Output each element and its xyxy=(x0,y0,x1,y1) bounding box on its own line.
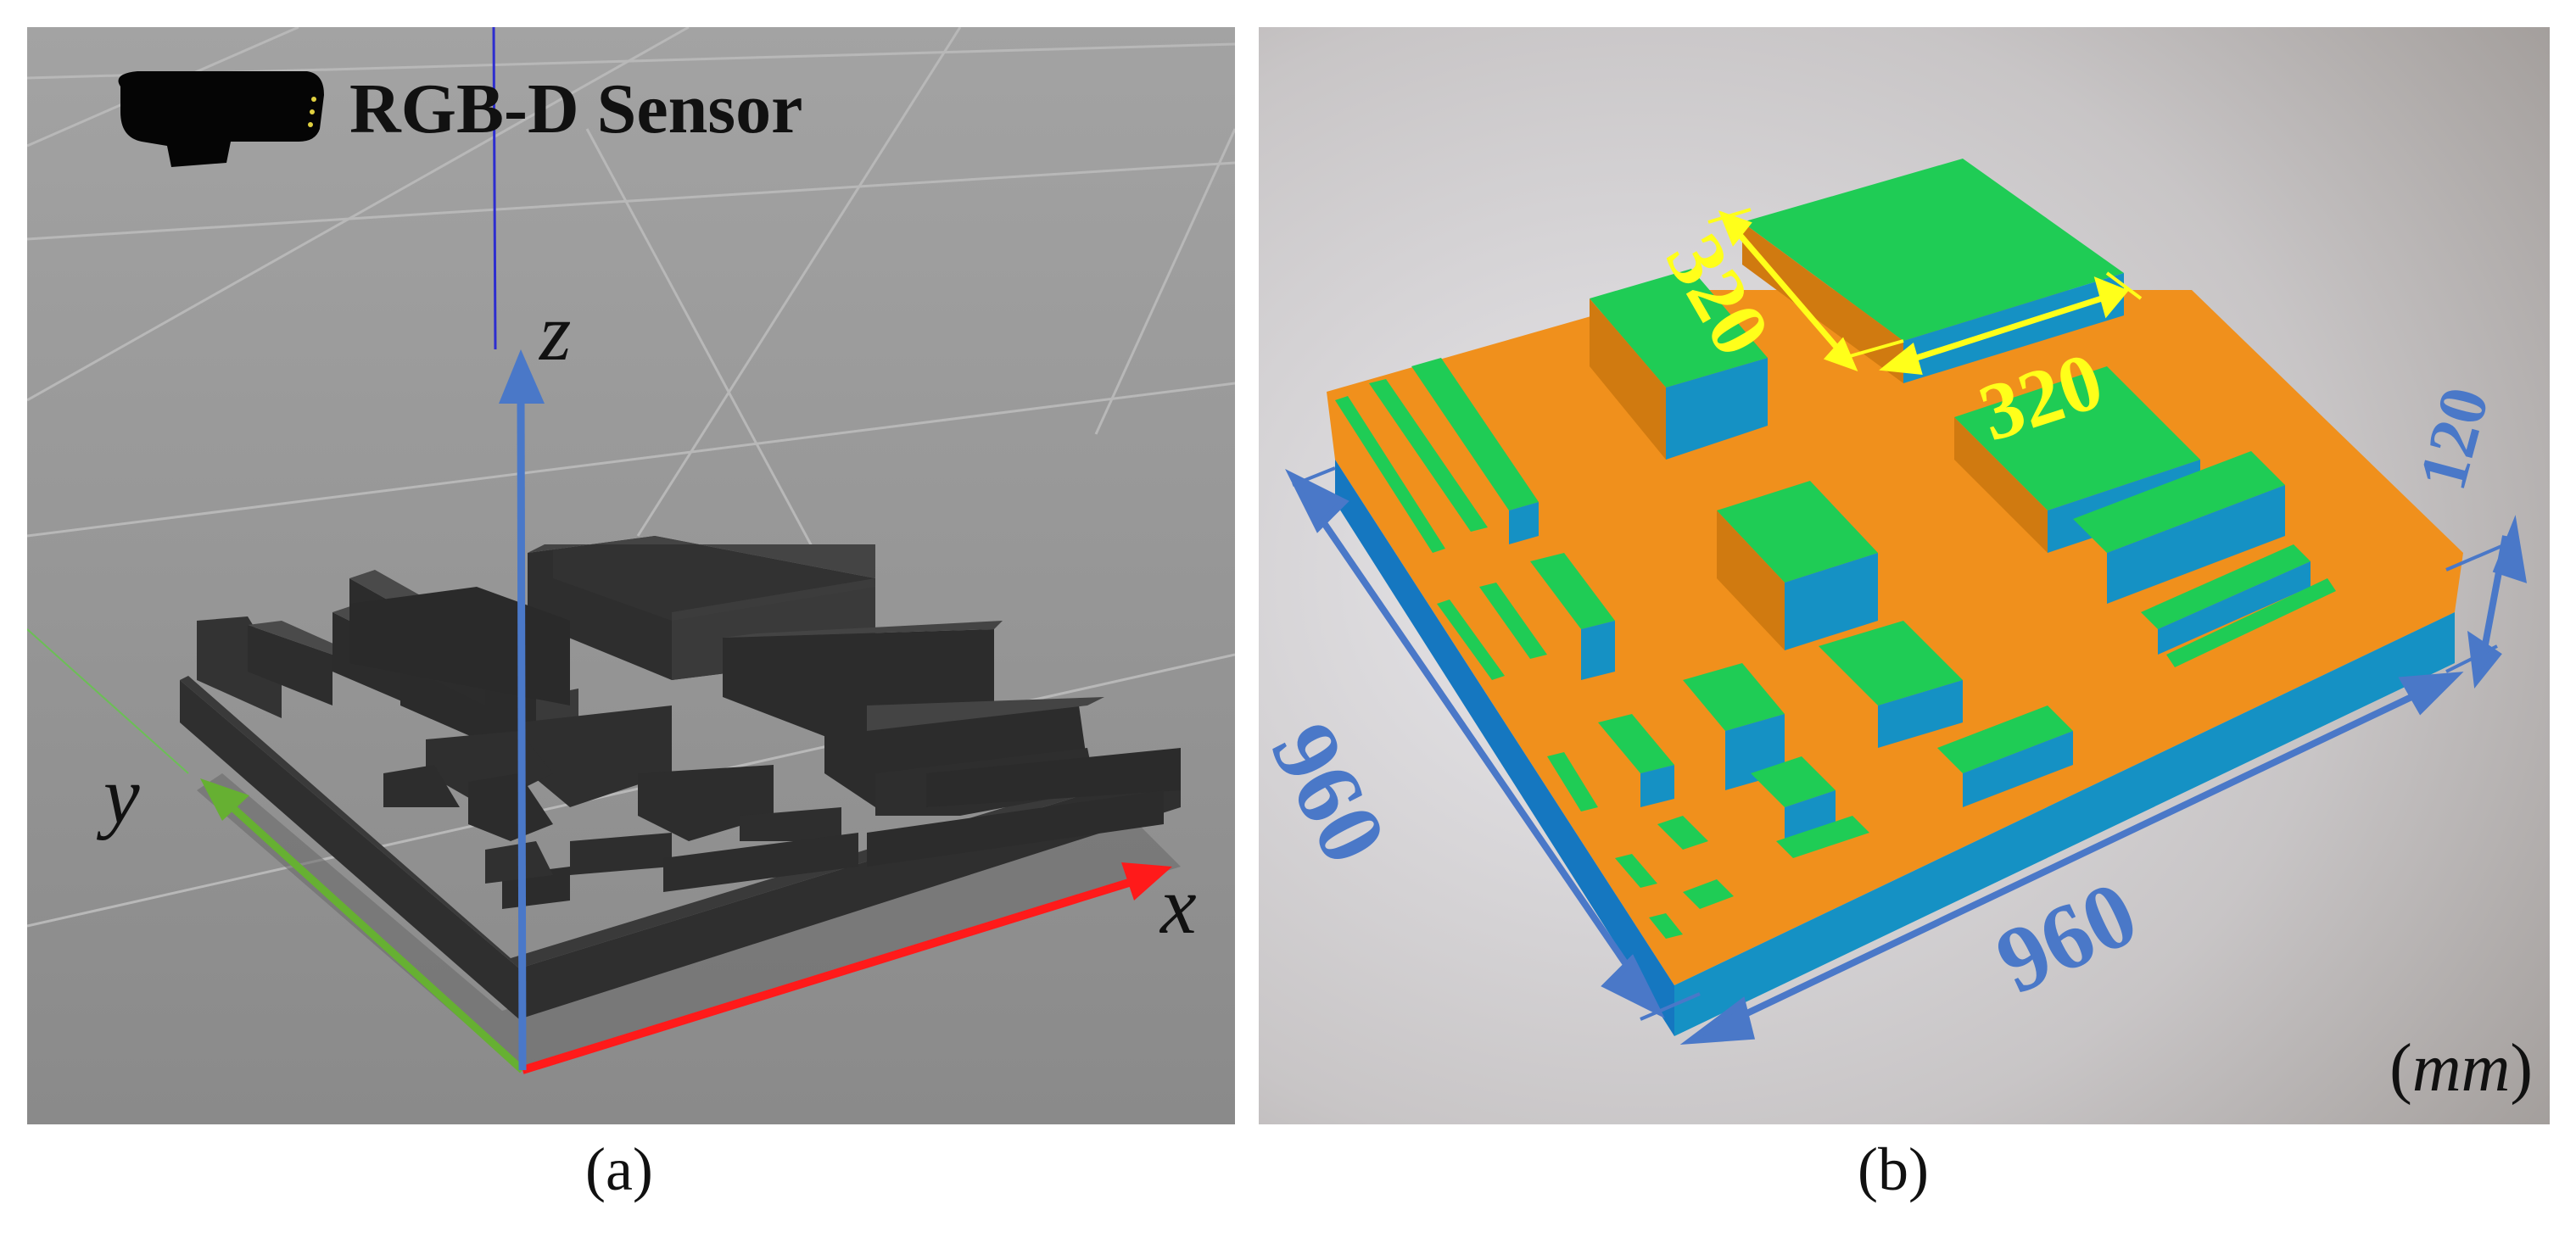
left-edge-dimension-line xyxy=(1306,499,1644,988)
panel-a-simulation-view: RGB-D Sensor z y x xyxy=(27,27,1235,1124)
caption-a: (a) xyxy=(585,1135,653,1203)
panel-a-scene xyxy=(27,27,1235,1124)
sensor-icon xyxy=(118,71,324,167)
depth-arrowhead-2 xyxy=(1823,337,1858,371)
height-arrowhead-1 xyxy=(2492,515,2528,583)
x-axis-label: x xyxy=(1160,860,1197,951)
y-axis-arrow xyxy=(212,789,526,1073)
y-axis-arrowhead xyxy=(200,778,249,821)
width-dimension-line xyxy=(1902,293,2109,365)
front-edge-dimension-line xyxy=(1715,685,2431,1031)
z-axis-guide xyxy=(492,27,497,350)
panel-b-dimension-model: 320 320 120 960 960 (mm) xyxy=(1259,27,2550,1124)
x-axis-arrow xyxy=(521,871,1155,1074)
front-edge-arrowhead-2 xyxy=(2398,672,2464,716)
base-dimensions xyxy=(1285,466,2528,1045)
z-axis-arrow xyxy=(517,396,527,1071)
front-edge-arrowhead-1 xyxy=(1679,996,1756,1045)
left-edge-arrowhead-2 xyxy=(1601,954,1665,1018)
y-axis-label: y xyxy=(103,750,140,840)
y-axis-guide xyxy=(27,628,189,774)
z-axis-label: z xyxy=(539,287,572,377)
x-axis-arrowhead xyxy=(1121,862,1172,901)
depth-dimension-line xyxy=(1728,221,1848,360)
sensor-label: RGB-D Sensor xyxy=(349,70,803,148)
width-arrowhead-1 xyxy=(1879,342,1923,376)
depth-arrowhead-1 xyxy=(1718,210,1752,247)
unit-label: (mm) xyxy=(2389,1031,2533,1106)
left-edge-arrowhead-1 xyxy=(1285,469,1349,533)
panel-b-scene xyxy=(1259,27,2550,1124)
caption-b: (b) xyxy=(1858,1135,1929,1203)
block-array xyxy=(1335,159,2336,939)
width-arrowhead-2 xyxy=(2093,276,2129,319)
z-axis-arrowhead xyxy=(499,349,545,404)
top-block-dimensions xyxy=(1707,208,2143,376)
